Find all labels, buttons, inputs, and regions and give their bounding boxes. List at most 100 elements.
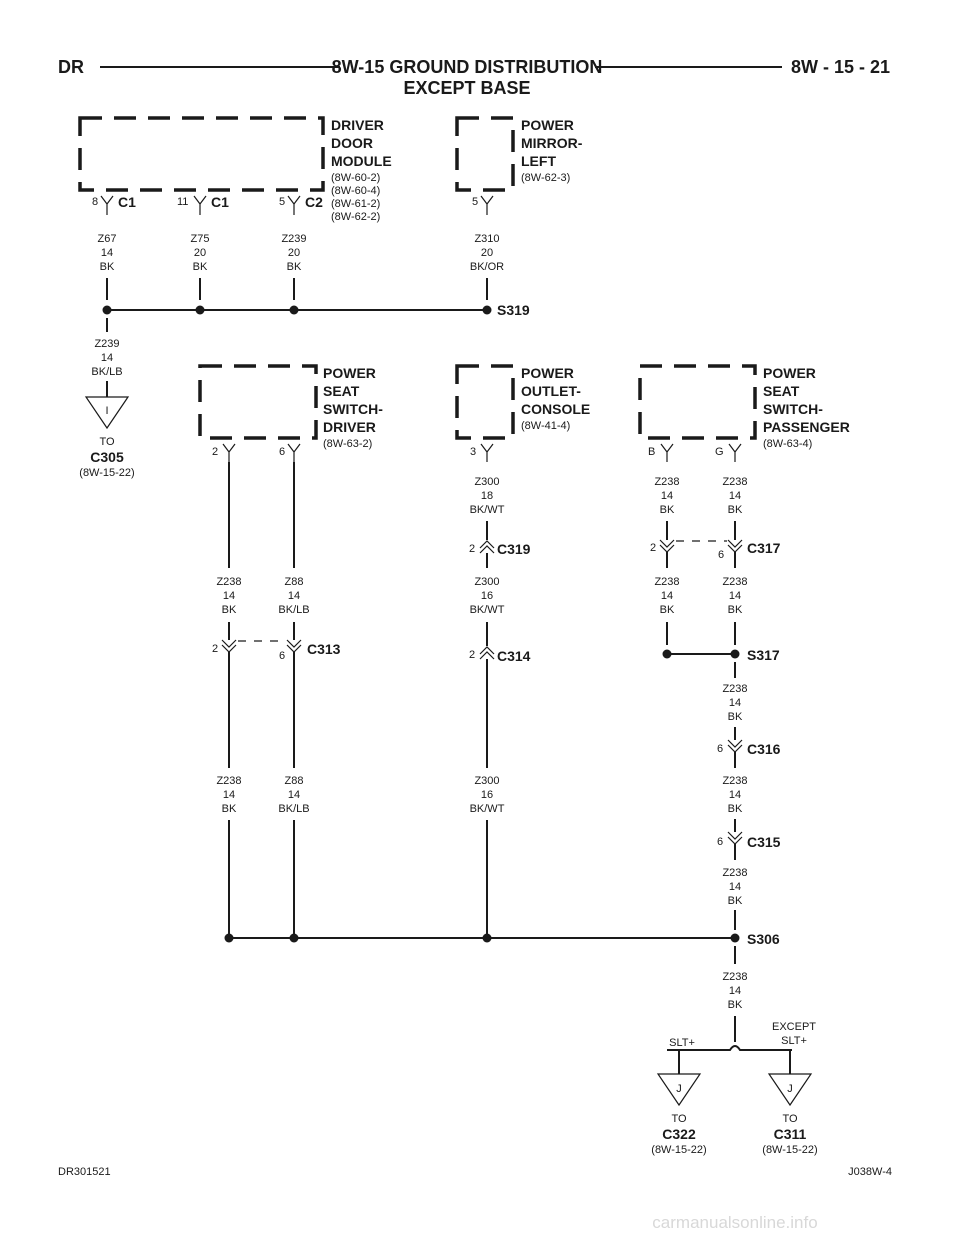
inline-connector-icon (479, 646, 495, 660)
splice-node (195, 305, 205, 315)
power-outlet-console-box (455, 364, 515, 440)
inline-connector-icon (479, 540, 495, 554)
pin-number: 6 (718, 549, 724, 561)
wire-circuit: Z239 (94, 338, 119, 350)
pin-number: 2 (212, 446, 218, 458)
power-outlet-console: POWER OUTLET- CONSOLE (8W-41-4) 3 (455, 364, 590, 462)
wire-color: BK/LB (91, 366, 122, 378)
splice-label: S306 (747, 931, 780, 947)
header-title: 8W-15 GROUND DISTRIBUTION (332, 57, 603, 77)
wire-z238-s306-label: Z238 14 BK (722, 971, 747, 1011)
inline-connector-icon (727, 539, 743, 553)
wire-circuit: Z75 (191, 233, 210, 245)
offpage-ref: (8W-15-22) (651, 1144, 706, 1156)
offpage-ref: (8W-15-22) (762, 1144, 817, 1156)
option-except-line2: SLT+ (781, 1035, 807, 1047)
pin-number: 6 (279, 650, 285, 662)
connector-label: C319 (497, 541, 531, 557)
inline-connector-icon (659, 539, 675, 553)
offpage-to: TO (671, 1113, 687, 1125)
splice-node (662, 649, 672, 659)
inline-connector-icon (727, 831, 743, 845)
wire-circuit: Z238 (722, 867, 747, 879)
wire-z238-drv-lower-label: Z238 14 BK (216, 775, 241, 815)
wire-color: BK (222, 803, 237, 815)
connector-c313: 2 6 C313 (212, 622, 341, 662)
wire-z238-pg-b-label: Z238 14 BK (722, 576, 747, 616)
mirror-name-line1: POWER (521, 117, 574, 133)
ddm-ref-1: (8W-60-2) (331, 172, 380, 184)
wire-z238-pg-a-label: Z238 14 BK (722, 476, 747, 516)
power-mirror-left: POWER MIRROR- LEFT (8W-62-3) (455, 116, 583, 192)
wire-circuit: Z238 (654, 576, 679, 588)
offpage-triangle-icon (84, 396, 130, 430)
wire-z238-pb-b-label: Z238 14 BK (654, 576, 679, 616)
wire-z239-out-label: Z239 14 BK/LB (91, 338, 122, 378)
wire-z239-ddm-label: Z239 20 BK (281, 233, 306, 273)
wire-z310-label: Z310 20 BK/OR (470, 233, 504, 273)
ddm-pin-5: 5 C2 (279, 194, 323, 215)
wire-circuit: Z88 (285, 775, 304, 787)
wire-color: BK/WT (470, 604, 505, 616)
wire-z300-c-label: Z300 16 BK/WT (470, 775, 505, 815)
wire-gauge: 14 (729, 697, 741, 709)
wire-z300-a-label: Z300 18 BK/WT (470, 476, 505, 516)
wire-circuit: Z67 (98, 233, 117, 245)
female-terminal-icon (728, 443, 742, 462)
offpage-letter: J (676, 1083, 682, 1095)
wire-gauge: 20 (481, 247, 493, 259)
offpage-letter: J (787, 1083, 793, 1095)
wire-gauge: 14 (729, 490, 741, 502)
splice-node (482, 933, 492, 943)
offpage-c311: J TO C311 (8W-15-22) (762, 1073, 818, 1156)
seat-switch-driver-box (198, 364, 318, 440)
pin-number: 6 (279, 446, 285, 458)
pin-number: G (715, 446, 724, 458)
wire-color: BK/WT (470, 803, 505, 815)
pin-number: 6 (717, 743, 723, 755)
seat-pass-ref: (8W-63-4) (763, 438, 812, 450)
pin-number: 2 (469, 649, 475, 661)
driver-door-module: DRIVER DOOR MODULE (8W-60-2) (8W-60-4) (… (78, 116, 392, 223)
wire-z88-lower-label: Z88 14 BK/LB (278, 775, 309, 815)
connector-c315: 6 C315 (717, 819, 781, 860)
wire-z238-c316-label: Z238 14 BK (722, 775, 747, 815)
splice-label: S319 (497, 302, 530, 318)
wire-color: BK (100, 261, 115, 273)
header-left: DR (58, 57, 84, 77)
female-terminal-icon (287, 443, 301, 462)
wire-color: BK (728, 999, 743, 1011)
offpage-triangle-icon (656, 1073, 702, 1107)
driver-door-module-box (78, 116, 325, 192)
wire-gauge: 14 (101, 352, 113, 364)
offpage-ref: (8W-15-22) (79, 467, 134, 479)
pin-number: 6 (717, 836, 723, 848)
mirror-pin-5: 5 (472, 195, 494, 215)
outlet-name-line2: OUTLET- (521, 383, 581, 399)
connector-label: C315 (747, 834, 781, 850)
wire-gauge: 14 (729, 985, 741, 997)
mirror-name-line3: LEFT (521, 153, 556, 169)
wire-circuit: Z88 (285, 576, 304, 588)
wire-color: BK/WT (470, 504, 505, 516)
pin-number: 8 (92, 196, 98, 208)
wire-circuit: Z238 (722, 971, 747, 983)
seat-pass-name-line3: SWITCH- (763, 401, 823, 417)
footer-figure-id: DR301521 (58, 1166, 111, 1178)
wire-color: BK (728, 504, 743, 516)
wire-gauge: 14 (729, 590, 741, 602)
pin-number: 11 (177, 196, 188, 208)
ddm-name-line3: MODULE (331, 153, 392, 169)
pin-number: 2 (212, 643, 218, 655)
seat-pass-name-line4: PASSENGER (763, 419, 850, 435)
wire-gauge: 14 (101, 247, 113, 259)
offpage-connector: C322 (662, 1126, 696, 1142)
offpage-triangle-icon (767, 1073, 813, 1107)
wire-color: BK (728, 895, 743, 907)
splice-node (730, 933, 740, 943)
wire-color: BK/OR (470, 261, 504, 273)
wire-gauge: 18 (481, 490, 493, 502)
offpage-to: TO (782, 1113, 798, 1125)
inline-connector-icon (286, 639, 302, 653)
